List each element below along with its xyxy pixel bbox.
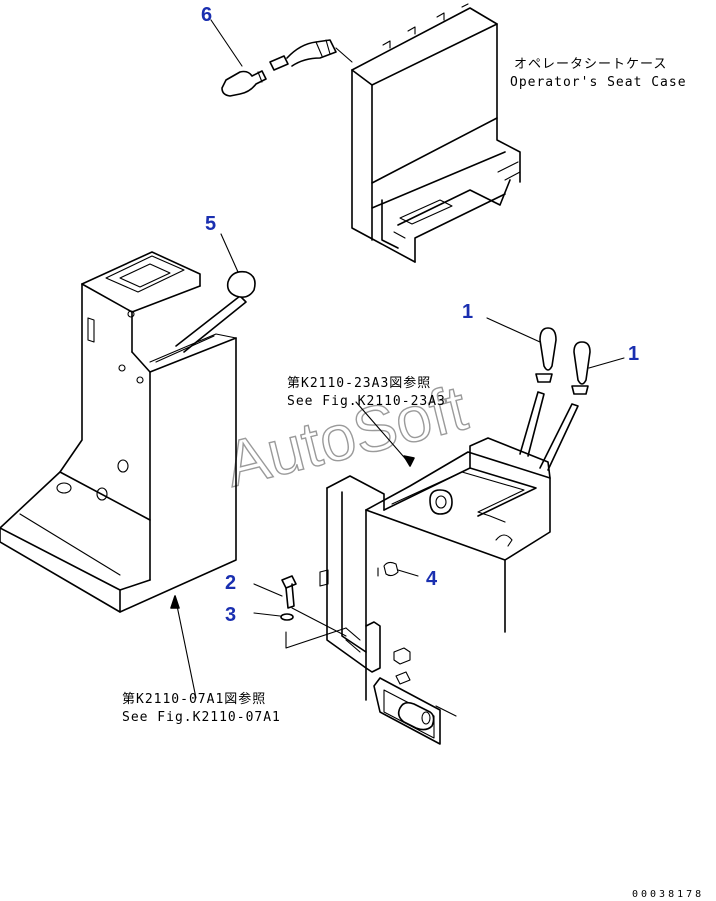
drawing-code: 00038178 <box>632 889 704 900</box>
callout-2: 2 <box>225 572 236 594</box>
part-6-cable-knob <box>210 19 353 97</box>
callout-4: 4 <box>426 568 438 590</box>
right-console-drawing <box>253 317 625 745</box>
callout-3: 3 <box>225 604 236 626</box>
callout-1-left: 1 <box>462 301 473 323</box>
seat-case-label-jp: オペレータシートケース <box>514 57 667 72</box>
seat-case-drawing <box>351 3 521 263</box>
ref-a-label-jp: 第K2110-23A3図参照 <box>287 375 431 391</box>
left-console-drawing <box>0 233 256 699</box>
ref-b-label-jp: 第K2110-07A1図参照 <box>122 691 266 707</box>
seat-case-label-en: Operator's Seat Case <box>510 75 687 90</box>
callout-5: 5 <box>205 213 216 235</box>
callout-6: 6 <box>201 4 212 26</box>
ref-b-label-en: See Fig.K2110-07A1 <box>122 710 281 725</box>
ref-a-label-en: See Fig.K2110-23A3 <box>287 394 446 409</box>
callout-1-right: 1 <box>628 343 639 365</box>
